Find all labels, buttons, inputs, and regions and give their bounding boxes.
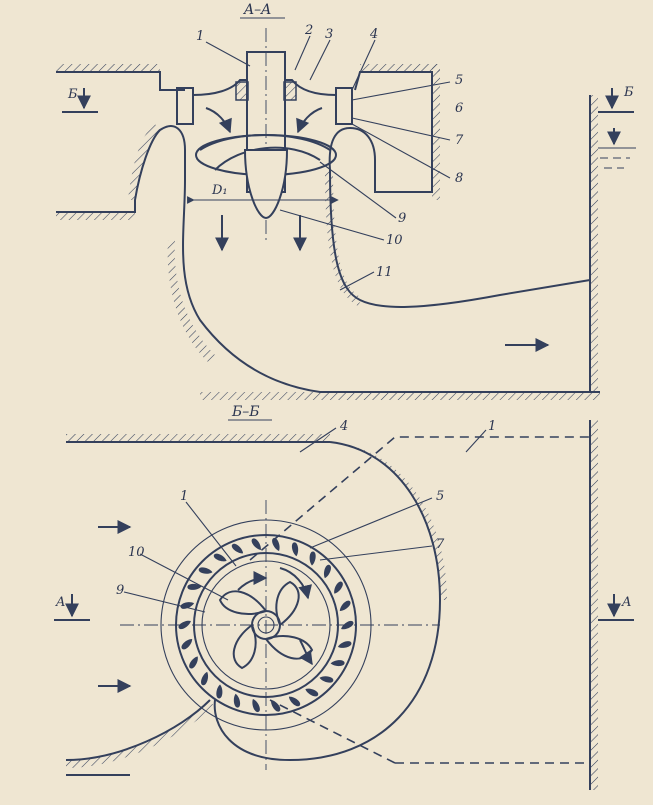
cut-b-right: Б bbox=[623, 85, 634, 100]
label-5-top: 5 bbox=[455, 73, 463, 88]
section-title-a-a: A–A bbox=[242, 2, 271, 18]
intake-outline-dashed bbox=[249, 436, 590, 764]
label-3-top: 3 bbox=[325, 27, 333, 42]
guide-vane-right bbox=[335, 87, 353, 125]
label-6-top: 6 bbox=[455, 101, 463, 116]
guide-vane bbox=[213, 553, 227, 562]
label-7-bottom: 7 bbox=[436, 537, 445, 552]
runner-hub-cone bbox=[243, 149, 289, 220]
section-a-a: A–A bbox=[56, 2, 636, 400]
cut-b-left: Б bbox=[67, 87, 78, 102]
guide-vane bbox=[309, 551, 316, 566]
guide-vane bbox=[305, 688, 319, 697]
guide-vane bbox=[187, 583, 202, 590]
guide-vane bbox=[271, 700, 281, 712]
guide-vane bbox=[231, 543, 244, 554]
draft-tube-outer-wall bbox=[56, 125, 600, 393]
guide-vane bbox=[291, 542, 299, 557]
guide-vane bbox=[233, 693, 241, 708]
label-4-top: 4 bbox=[369, 27, 378, 42]
label-1-bottom: 1 bbox=[180, 489, 188, 504]
label-9-bottom: 9 bbox=[116, 583, 124, 598]
guide-vane bbox=[341, 620, 354, 630]
guide-vane bbox=[181, 639, 193, 650]
label-8-top: 8 bbox=[455, 171, 463, 186]
guide-vanes-plan bbox=[178, 537, 354, 713]
section-title-b-b: Б–Б bbox=[231, 404, 260, 420]
label-11-top: 11 bbox=[376, 265, 393, 280]
spiral-casing-plan bbox=[213, 441, 442, 762]
guide-vane bbox=[201, 671, 209, 686]
label-1-top: 1 bbox=[196, 29, 204, 44]
cut-a-left: A bbox=[55, 595, 65, 610]
guide-vane bbox=[252, 699, 260, 713]
guide-vane bbox=[330, 660, 345, 667]
guide-vane bbox=[216, 684, 223, 699]
guide-vane bbox=[189, 656, 198, 669]
label-4-bottom: 4 bbox=[339, 419, 348, 434]
guide-vane bbox=[272, 537, 280, 551]
label-5-bottom: 5 bbox=[436, 489, 444, 504]
section-b-b: Б–Б bbox=[54, 404, 634, 790]
guide-vane bbox=[198, 567, 213, 574]
dimension-d1: D₁ bbox=[211, 183, 228, 198]
label-2-top: 2 bbox=[304, 23, 313, 38]
label-1-bottom-outline: 1 bbox=[488, 419, 496, 434]
guide-vane bbox=[334, 581, 343, 594]
label-10-top: 10 bbox=[386, 233, 403, 248]
guide-vane bbox=[178, 620, 191, 630]
label-10-bottom: 10 bbox=[128, 545, 145, 560]
label-7-top: 7 bbox=[455, 133, 464, 148]
guide-vane-left bbox=[176, 87, 194, 125]
guide-vane bbox=[323, 564, 331, 579]
guide-vane bbox=[339, 600, 351, 611]
guide-vane bbox=[251, 538, 261, 550]
guide-vane bbox=[337, 641, 352, 648]
cut-a-right: A bbox=[621, 595, 631, 610]
guide-vane bbox=[288, 696, 301, 707]
label-9-top: 9 bbox=[398, 211, 406, 226]
guide-vane bbox=[319, 676, 334, 683]
